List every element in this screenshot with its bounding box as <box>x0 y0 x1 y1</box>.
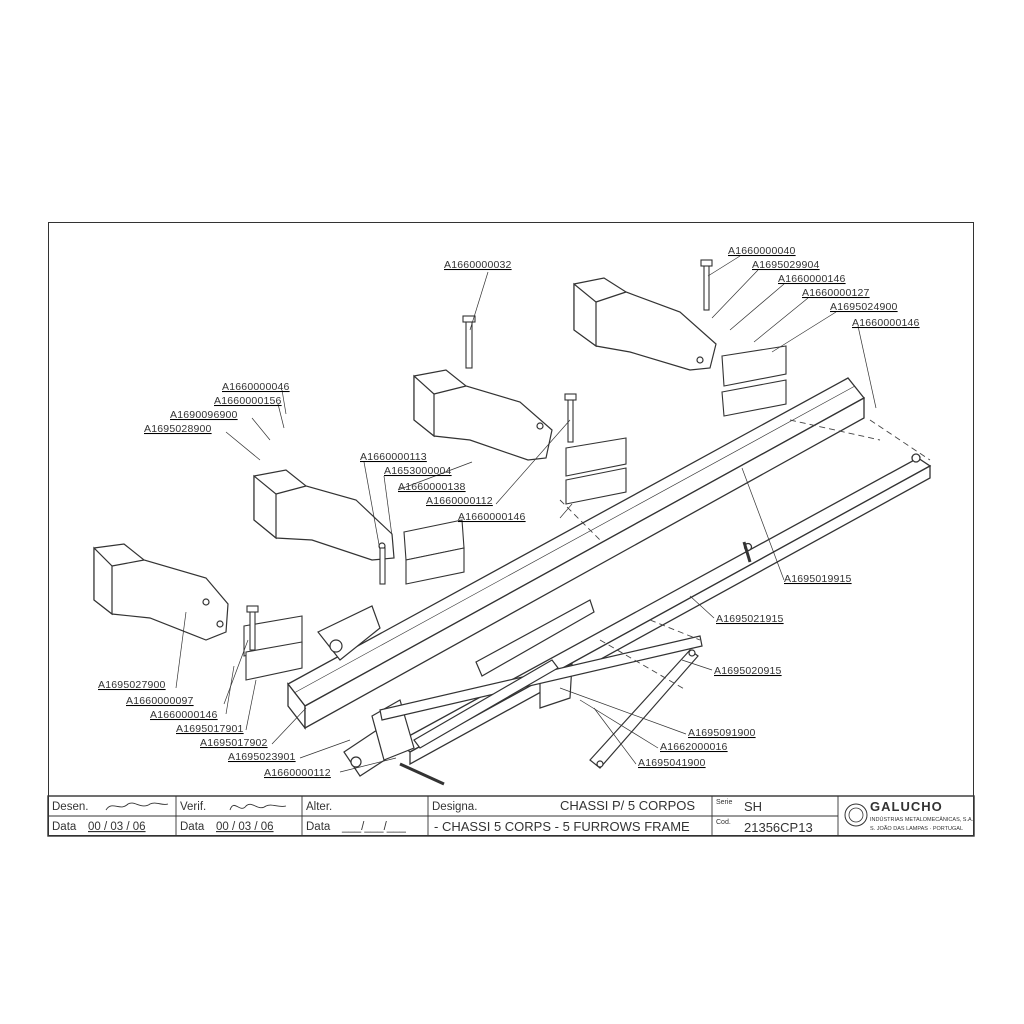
data-label: Data <box>306 821 331 833</box>
part-label: A1660000112 <box>426 495 493 507</box>
part-label: A1695029904 <box>752 259 820 271</box>
company-address: S. JOÃO DAS LAMPAS · PORTUGAL <box>870 825 963 832</box>
plough-leg-4 <box>573 277 717 371</box>
part-label: A1695027900 <box>98 679 166 691</box>
part-label: A1695017901 <box>176 723 244 735</box>
verif-label: Verif. <box>180 801 206 813</box>
cod-value: 21356CP13 <box>744 820 813 835</box>
part-label: A1695023901 <box>228 751 296 763</box>
designation-pt: CHASSI P/ 5 CORPOS <box>560 798 695 813</box>
part-label: A1660000040 <box>728 245 796 257</box>
designa-label: Designa. <box>432 801 477 813</box>
part-label: A1695024900 <box>830 301 898 313</box>
company-name: GALUCHO <box>870 799 943 814</box>
alter-date: ___/___/___ <box>341 821 407 833</box>
plough-leg-2 <box>253 469 395 561</box>
part-label: A1660000156 <box>214 395 282 407</box>
serie-value: SH <box>744 799 762 814</box>
data-label: Data <box>52 821 77 833</box>
part-label: A1662000016 <box>660 741 728 753</box>
alter-label: Alter. <box>306 801 332 813</box>
part-label: A1695021915 <box>716 613 784 625</box>
desen-label: Desen. <box>52 801 88 813</box>
title-block-text: Desen. Data 00 / 03 / 06 Verif. Data 00 … <box>52 798 974 835</box>
cod-label: Cod. <box>716 819 731 826</box>
part-label: A1660000032 <box>444 259 512 271</box>
designation-fr-en: - CHASSI 5 CORPS - 5 FURROWS FRAME <box>434 819 690 834</box>
serie-label: Serie <box>716 799 732 806</box>
bolts <box>246 259 752 786</box>
part-number-labels: A1660000032 A1660000040 A1695029904 A166… <box>98 245 920 779</box>
part-label: A1660000046 <box>222 381 290 393</box>
assembly-lines <box>559 419 931 691</box>
clamp-plates <box>243 345 787 681</box>
title-block <box>47 795 975 837</box>
part-label: A1690096900 <box>170 409 238 421</box>
verif-date: 00 / 03 / 06 <box>216 821 274 833</box>
part-label: A1695028900 <box>144 423 212 435</box>
part-label: A1660000112 <box>264 767 331 779</box>
main-beam <box>287 377 865 730</box>
part-label: A1660000127 <box>802 287 870 299</box>
data-label: Data <box>180 821 205 833</box>
plough-leg-3 <box>413 369 553 461</box>
desen-date: 00 / 03 / 06 <box>88 821 146 833</box>
part-label: A1660000138 <box>398 481 466 493</box>
part-label: A1695091900 <box>688 727 756 739</box>
leader-lines <box>175 255 877 773</box>
part-label: A1660000146 <box>852 317 920 329</box>
part-label: A1653000004 <box>384 465 452 477</box>
part-label: A1695041900 <box>638 757 706 769</box>
part-label: A1660000113 <box>360 451 427 463</box>
part-label: A1660000146 <box>778 273 846 285</box>
part-label: A1695020915 <box>714 665 782 677</box>
part-label: A1695017902 <box>200 737 268 749</box>
company-subtitle: INDÚSTRIAS METALOMECÂNICAS, S.A. <box>870 816 974 823</box>
part-label: A1660000146 <box>458 511 526 523</box>
plough-leg-1 <box>93 543 229 641</box>
part-label: A1660000146 <box>150 709 218 721</box>
part-label: A1660000097 <box>126 695 194 707</box>
part-label: A1695019915 <box>784 573 852 585</box>
